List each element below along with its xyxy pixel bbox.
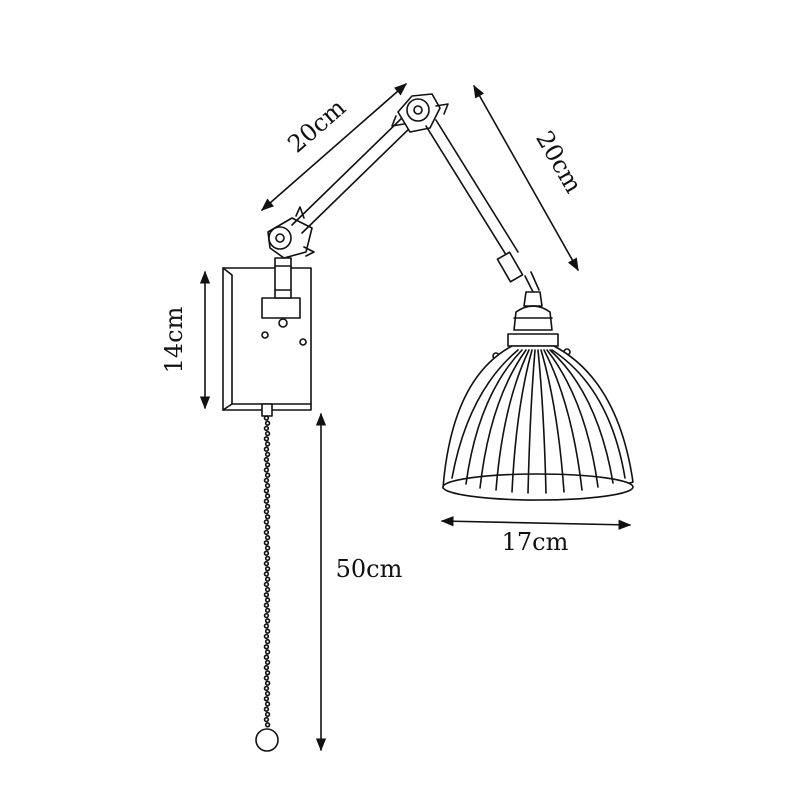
lower-joint xyxy=(267,206,315,259)
chain-bead xyxy=(263,436,270,442)
chain-bead xyxy=(264,534,271,541)
label-arm-lower: 20cm xyxy=(530,126,588,198)
chain-bead xyxy=(263,529,270,536)
dimension-arrow-arm-upper xyxy=(261,83,407,211)
chain-bead xyxy=(263,508,270,515)
chain-bead xyxy=(264,711,271,718)
chain-bead xyxy=(263,477,270,484)
chain-bead xyxy=(263,706,270,712)
chain-bead xyxy=(263,581,270,588)
chain-bead xyxy=(264,566,271,572)
chain-bead xyxy=(264,430,271,437)
chain-bead xyxy=(263,654,270,660)
lamp-shade xyxy=(442,291,634,501)
chain-bead xyxy=(264,420,271,426)
chain-bead xyxy=(263,685,270,692)
chain-bead xyxy=(263,716,270,723)
pull-chain xyxy=(255,403,279,752)
chain-bead xyxy=(264,586,271,593)
label-backplate: 14cm xyxy=(160,306,188,373)
chain-bead xyxy=(263,425,270,432)
backplate xyxy=(222,267,312,411)
chain-bead xyxy=(264,607,271,614)
elbow-joint xyxy=(391,93,449,133)
chain-bead xyxy=(263,664,270,671)
chain-bead xyxy=(264,701,271,707)
chain-bead xyxy=(263,571,270,577)
chain-bead xyxy=(264,576,271,582)
chain-bead xyxy=(264,722,271,728)
chain-bead xyxy=(264,482,271,489)
chain-bead xyxy=(264,649,271,655)
chain-bead xyxy=(264,451,271,458)
chain-bead xyxy=(264,503,271,510)
chain-bead xyxy=(264,628,271,634)
chain-bead xyxy=(264,680,271,686)
chain-bead xyxy=(263,696,270,702)
dimension-arrow-shade xyxy=(440,516,632,530)
chain-bead xyxy=(264,462,271,468)
chain-bead xyxy=(264,690,271,697)
lower-arm xyxy=(425,119,540,293)
label-chain-length: 50cm xyxy=(336,555,403,583)
chain-bead xyxy=(263,602,270,608)
chain-bead xyxy=(264,441,271,447)
label-arm-upper: 20cm xyxy=(282,93,351,158)
dimension-arrow-arm-lower xyxy=(473,84,579,272)
chain-bead xyxy=(263,675,270,681)
chain-bead xyxy=(264,472,271,478)
chain-bead xyxy=(263,415,270,421)
chain-bead xyxy=(263,550,270,556)
swivel-post xyxy=(274,257,292,299)
chain-bead xyxy=(263,488,270,494)
chain-bead xyxy=(264,514,271,520)
chain-bead xyxy=(264,618,271,624)
chain-bead xyxy=(264,659,271,666)
chain-bead xyxy=(264,493,271,499)
chain-bead xyxy=(263,498,270,504)
chain-bead xyxy=(264,638,271,645)
chain-bead xyxy=(263,467,270,473)
chain-bead xyxy=(264,545,271,551)
chain-bead xyxy=(263,633,270,640)
chain-bead xyxy=(263,644,270,650)
chain-bead xyxy=(263,623,270,629)
chain-bead xyxy=(263,592,270,598)
chain-bead xyxy=(263,519,270,525)
label-shade-width: 17cm xyxy=(502,528,569,556)
chain-bead xyxy=(264,670,271,676)
chain-bead xyxy=(263,540,270,546)
chain-bead xyxy=(263,612,270,619)
chain-bead xyxy=(263,560,270,567)
chain-bead xyxy=(263,456,270,463)
chain-bead xyxy=(264,597,271,603)
chain-bead xyxy=(263,446,270,452)
chain-bead xyxy=(264,555,271,562)
chain-bead xyxy=(264,524,271,530)
